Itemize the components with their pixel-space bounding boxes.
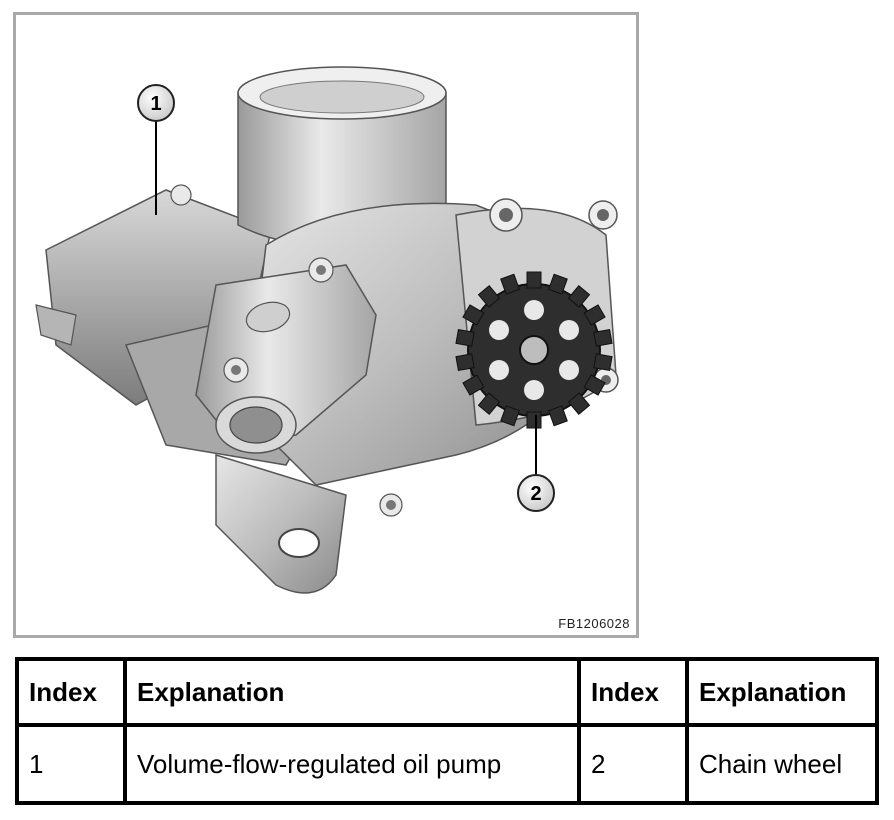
header-explanation-2: Explanation [685,657,879,727]
oil-pump-illustration: 1 2 [35,66,619,594]
callout-2: 2 [517,474,555,512]
row-explanation-2: Chain wheel [685,723,879,805]
pump-left-foot [35,304,77,346]
legend-header-row: Index Explanation Index Explanation [15,657,879,727]
row-index-1: 1 [15,723,127,805]
figure-code: FB1206028 [558,616,630,631]
header-index-2: Index [577,657,689,727]
legend-table: Index Explanation Index Explanation 1 Vo… [15,657,879,805]
mounting-hole [278,528,320,558]
header-explanation-1: Explanation [123,657,581,727]
chain-wheel [455,271,613,429]
header-index-1: Index [15,657,127,727]
callout-2-label: 2 [530,483,541,505]
callout-1: 1 [137,84,175,122]
callout-1-label: 1 [150,93,161,115]
row-explanation-1: Volume-flow-regulated oil pump [123,723,581,805]
row-index-2: 2 [577,723,689,805]
figure-frame: 1 2 FB1206028 [13,12,639,638]
pump-mounting-arm [215,453,347,594]
table-row: 1 Volume-flow-regulated oil pump 2 Chain… [15,723,879,805]
